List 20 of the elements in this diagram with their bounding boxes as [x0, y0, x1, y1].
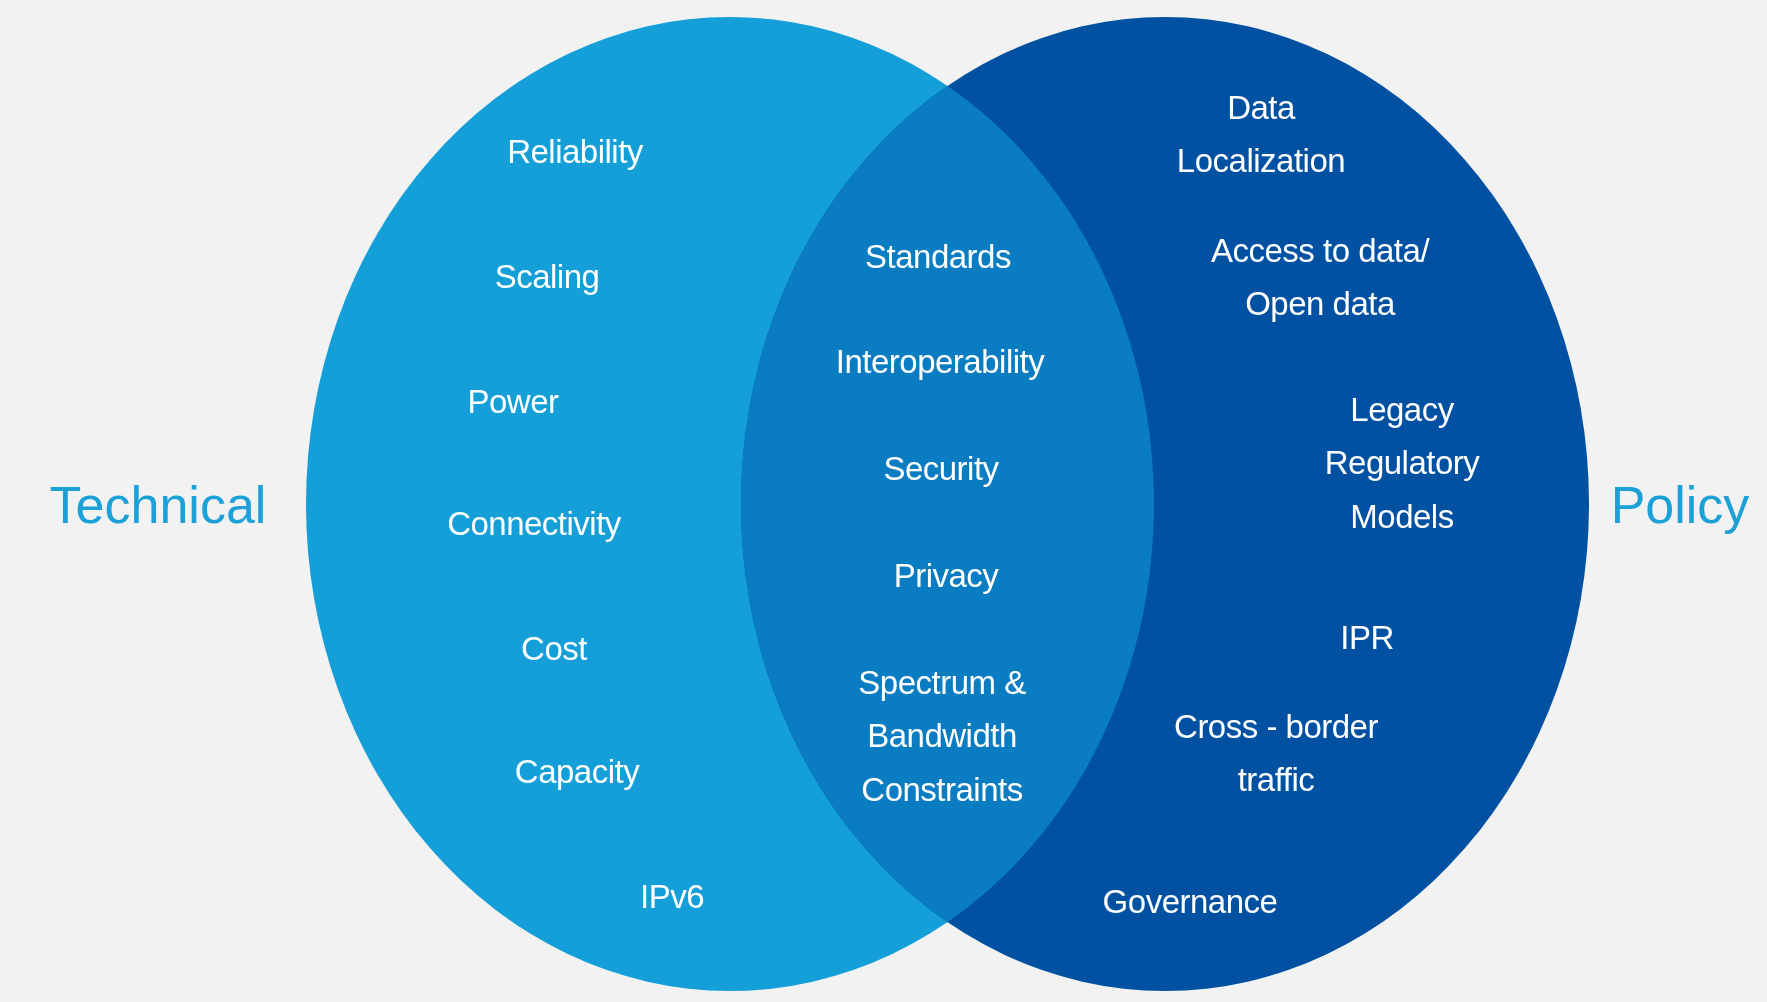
item-label: Security — [883, 449, 999, 490]
item-label: Reliability — [507, 132, 643, 173]
item-label: Cross - border traffic — [1173, 706, 1379, 800]
item-label: Spectrum & Bandwidth Constraints — [857, 662, 1027, 810]
item-label: Data Localization — [1175, 87, 1347, 181]
item-label: Power — [467, 382, 559, 423]
item-label: Interoperability — [835, 342, 1045, 383]
item-label: Governance — [1102, 882, 1278, 923]
item-label: Cost — [521, 629, 587, 670]
item-label: Legacy Regulatory Models — [1323, 389, 1481, 537]
item-label: IPR — [1340, 618, 1394, 659]
item-label: IPv6 — [640, 877, 704, 918]
item-label: Scaling — [494, 257, 600, 298]
set-heading: Policy — [1610, 475, 1750, 535]
item-label: Connectivity — [447, 504, 621, 545]
item-label: Privacy — [893, 556, 999, 597]
set-heading: Technical — [49, 475, 267, 535]
item-label: Access to data/ Open data — [1209, 230, 1431, 324]
item-label: Standards — [865, 237, 1011, 278]
item-label: Capacity — [514, 752, 640, 793]
